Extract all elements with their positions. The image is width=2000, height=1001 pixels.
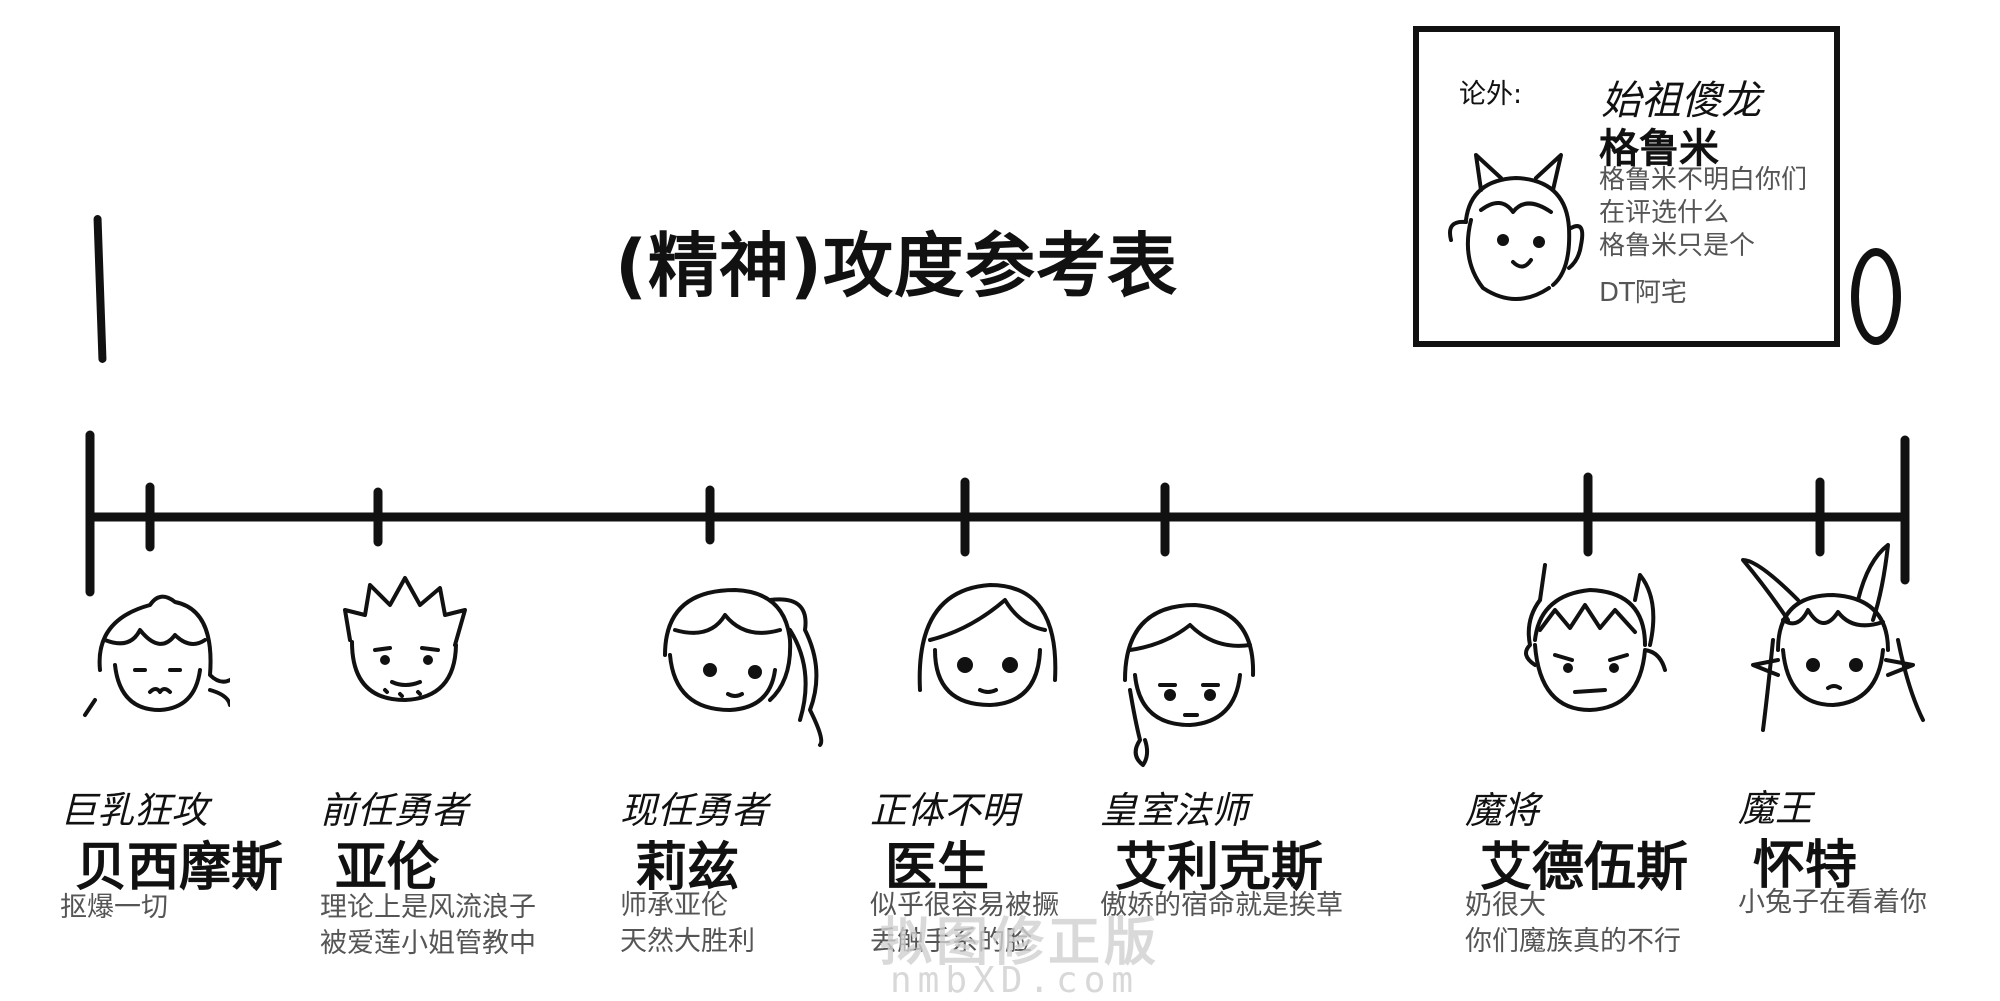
- character-desc: 小兔子在看着你: [1738, 887, 1927, 918]
- aside-desc: 格鲁米不明白你们 在评选什么 格鲁米只是个: [1599, 165, 1808, 261]
- epithet-label: 魔王: [1738, 787, 1812, 830]
- character-desc: 师承亚伦 天然大胜利: [620, 890, 755, 957]
- watermark-text: 拟图修正版: [880, 913, 1161, 973]
- dragon-girl-face-icon: [1448, 153, 1585, 301]
- character-name: 贝西摩斯: [75, 838, 284, 898]
- epithet-label: 魔将: [1465, 789, 1539, 832]
- messy-hair-face-icon: [83, 594, 230, 717]
- aside-name: 格鲁米: [1599, 126, 1719, 172]
- character-desc: 理论上是风流浪子 被爱莲小姐管教中: [320, 892, 536, 959]
- epithet-label: 现任勇者: [620, 789, 768, 832]
- character-desc: 傲娇的宿命就是挨草: [1100, 890, 1343, 921]
- epithet-label: 正体不明: [870, 789, 1018, 832]
- bunny-ear-girl-face-icon: [1741, 543, 1925, 732]
- aside-epithet: 始祖傻龙: [1601, 78, 1761, 124]
- character-name: 医生: [885, 838, 990, 898]
- long-hair-face-icon: [917, 583, 1058, 707]
- epithet-label: 前任勇者: [320, 789, 468, 832]
- character-desc: 似乎很容易被撅 丢触手系的脸: [870, 890, 1059, 957]
- scale-label-zero: [1851, 248, 1901, 345]
- page-title: (精神)攻度参考表: [615, 225, 1178, 307]
- spiky-hair-stubble-face-icon: [343, 576, 467, 702]
- character-name: 怀特: [1753, 836, 1858, 896]
- aside-box: 论外: 始祖傻龙 格鲁米 格鲁米不明白你们 在评选什么 格鲁米只是个 DT阿宅: [1413, 26, 1840, 347]
- ponytail-girl-face-icon: [663, 588, 824, 747]
- character-desc: 奶很大 你们魔族真的不行: [1465, 890, 1681, 957]
- character-name: 艾利克斯: [1115, 838, 1324, 898]
- character-name: 莉兹: [635, 838, 740, 898]
- character-desc: 抠爆一切: [60, 892, 168, 923]
- epithet-label: 皇室法师: [1100, 789, 1248, 832]
- epithet-label: 巨乳狂攻: [60, 789, 208, 832]
- watermark-url: nmbXD.com: [890, 960, 1140, 1001]
- horned-demon-face-icon: [1524, 563, 1667, 712]
- character-name: 艾德伍斯: [1480, 838, 1689, 898]
- braided-hair-face-icon: [1123, 603, 1256, 767]
- character-name: 亚伦: [335, 838, 440, 898]
- aside-label: 论外:: [1459, 79, 1523, 110]
- aside-desc-last: DT阿宅: [1599, 278, 1687, 308]
